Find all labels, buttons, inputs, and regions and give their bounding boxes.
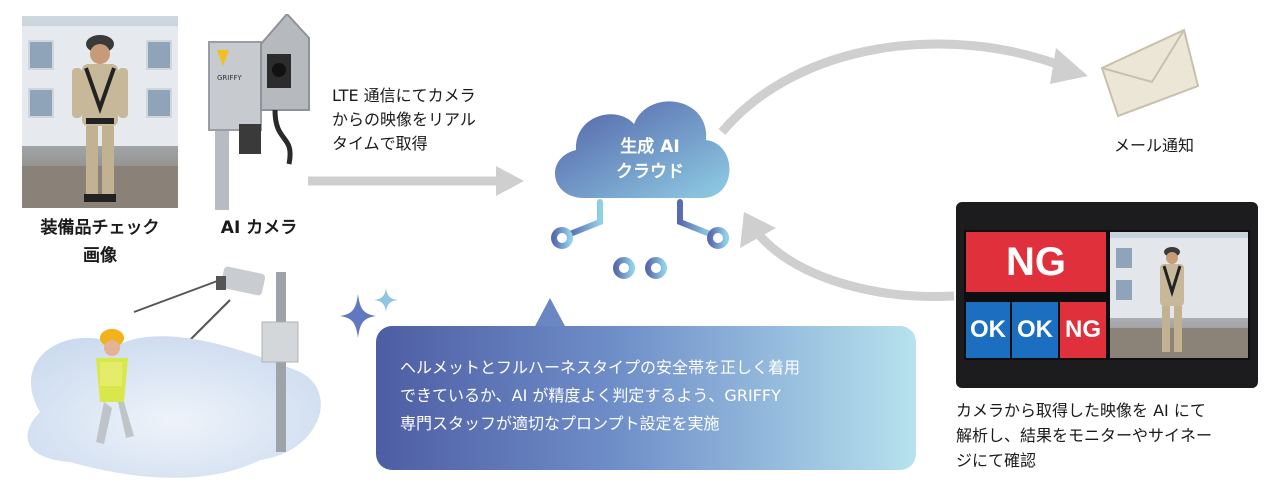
brand-text: GRIFFY	[217, 74, 242, 82]
prompt-description: ヘルメットとフルハーネスタイプの安全帯を正しく着用 できているか、AI が精度よ…	[400, 358, 801, 433]
building-window	[146, 40, 172, 70]
circuit-icon	[551, 199, 729, 279]
arrow-from-monitor	[740, 212, 955, 301]
prompt-bubble	[376, 326, 916, 470]
result-badge: OK	[966, 302, 1010, 358]
camera-feed	[1110, 232, 1248, 358]
bubble-tail	[534, 298, 566, 328]
arrow-to-mail	[718, 39, 1088, 135]
building-window	[28, 88, 54, 118]
envelope-icon	[1100, 28, 1200, 118]
worker-scene	[27, 266, 321, 478]
result-monitor: NG OK OK NG	[956, 202, 1258, 388]
walking-worker-icon	[96, 329, 134, 444]
lte-description: LTE 通信にてカメラ からの映像をリアル タイムで取得	[332, 86, 476, 153]
camera-view-line	[133, 279, 221, 313]
worker-icon	[72, 35, 128, 202]
cloud-icon	[551, 101, 730, 279]
cloud-label: 生成 AI クラウド	[616, 137, 684, 182]
result-badge: OK	[1012, 302, 1058, 358]
monitor-description: カメラから取得した映像を AI にて 解析し、結果をモニターやサイネー ジにて確…	[956, 401, 1213, 470]
ai-camera-label: AI カメラ	[220, 218, 298, 238]
equipment-check-label: 装備品チェック 画像	[40, 218, 160, 266]
result-badge: NG	[1060, 302, 1106, 358]
arrow-to-cloud	[308, 166, 524, 196]
sparkle-icon	[340, 288, 398, 338]
building-window	[28, 40, 54, 70]
monitor-screen: NG OK OK NG	[964, 230, 1250, 360]
feed-worker-icon	[1110, 238, 1248, 358]
building-window	[146, 88, 172, 118]
main-result-badge: NG	[966, 232, 1106, 292]
mail-notification-label: メール通知	[1113, 136, 1194, 155]
cctv-icon	[216, 266, 299, 452]
equipment-check-photo	[22, 16, 178, 208]
ai-camera-device: GRIFFY	[208, 14, 310, 210]
